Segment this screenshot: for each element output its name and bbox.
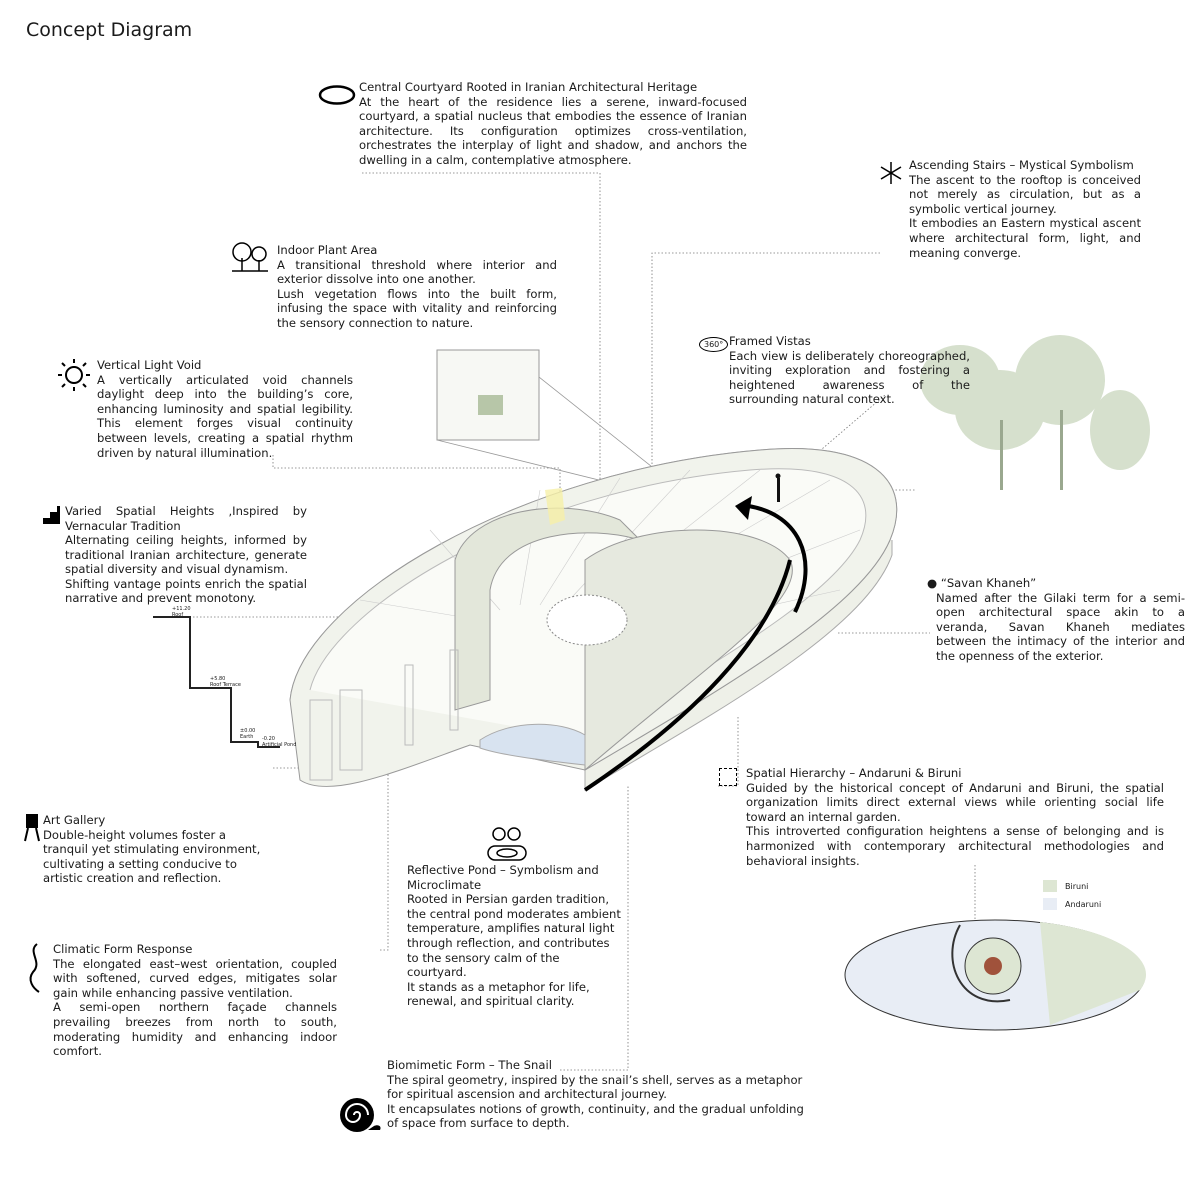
pond-body: Rooted in Persian garden tradition, the … bbox=[407, 892, 621, 980]
vistas-body: Each view is deliberately choreographed,… bbox=[729, 348, 970, 407]
hierarchy-heading: Spatial Hierarchy – Andaruni & Biruni bbox=[746, 766, 962, 780]
stairs-icon bbox=[35, 506, 60, 524]
plant-body-2: Lush vegetation flows into the built for… bbox=[277, 286, 557, 330]
dashed-square-icon bbox=[719, 768, 737, 786]
vistas-heading: Framed Vistas bbox=[729, 334, 811, 348]
light-heading: Vertical Light Void bbox=[97, 358, 202, 372]
heights-body-2: Shifting vantage points enrich the spati… bbox=[65, 576, 307, 606]
heights-body-block: Alternating ceiling heights, informed by… bbox=[65, 533, 307, 606]
courtyard-body: At the heart of the residence lies a ser… bbox=[359, 94, 747, 167]
gallery-annotation: Art Gallery Double-height volumes foster… bbox=[43, 813, 273, 886]
page-title: Concept Diagram bbox=[26, 19, 193, 41]
360-view-icon: 360° bbox=[699, 337, 729, 352]
snail-heading: Biomimetic Form – The Snail bbox=[387, 1058, 552, 1072]
climate-heading: Climatic Form Response bbox=[53, 942, 193, 956]
climate-annotation: Climatic Form Response The elongated eas… bbox=[53, 942, 337, 1059]
ellipse-courtyard-icon bbox=[318, 85, 356, 105]
stairs-body-2: It embodies an Eastern mystical ascent w… bbox=[909, 216, 1141, 260]
light-body: A vertically articulated void channels d… bbox=[97, 372, 353, 460]
savan-khaneh-annotation: ● “Savan Khaneh” Named after the Gilaki … bbox=[927, 576, 1185, 664]
stairs-annotation: Ascending Stairs – Mystical Symbolism Th… bbox=[909, 158, 1141, 260]
legend-biruni: Biruni bbox=[1043, 880, 1088, 892]
gallery-body: Double-height volumes foster a tranquil … bbox=[43, 827, 261, 886]
pond-icon bbox=[487, 827, 527, 861]
stairs-heading: Ascending Stairs – Mystical Symbolism bbox=[909, 158, 1134, 172]
trees-icon bbox=[232, 242, 268, 272]
wind-curve-icon bbox=[29, 943, 40, 993]
plant-body: A transitional threshold where interior … bbox=[277, 257, 557, 287]
sun-icon bbox=[58, 359, 90, 391]
stairs-body: The ascent to the rooftop is conceived n… bbox=[909, 172, 1141, 216]
pond-heading: Reflective Pond – Symbolism and Microcli… bbox=[407, 863, 599, 892]
light-void-annotation: Vertical Light Void A vertically articul… bbox=[97, 358, 353, 460]
floor-plan bbox=[844, 919, 1147, 1031]
trees-illustration bbox=[920, 335, 1150, 490]
courtyard-heading: Central Courtyard Rooted in Iranian Arch… bbox=[359, 80, 698, 94]
snail-icon bbox=[340, 1098, 381, 1132]
snail-annotation: Biomimetic Form – The Snail The spiral g… bbox=[387, 1058, 812, 1131]
savan-body: Named after the Gilaki term for a semi-o… bbox=[936, 590, 1185, 663]
vistas-annotation: Framed Vistas Each view is deliberately … bbox=[729, 334, 970, 407]
gallery-heading: Art Gallery bbox=[43, 813, 106, 827]
hierarchy-annotation: Spatial Hierarchy – Andaruni & Biruni Gu… bbox=[746, 766, 1164, 868]
pond-body-2: It stands as a metaphor for life, renewa… bbox=[407, 979, 590, 1009]
plant-heading: Indoor Plant Area bbox=[277, 243, 378, 257]
heights-annotation: Varied Spatial Heights ,Inspired by Vern… bbox=[65, 504, 307, 533]
easel-icon bbox=[24, 814, 40, 842]
building-shell bbox=[289, 448, 898, 792]
legend-andaruni: Andaruni bbox=[1043, 898, 1101, 910]
pond-annotation: Reflective Pond – Symbolism and Microcli… bbox=[407, 863, 622, 1009]
heights-heading: Varied Spatial Heights ,Inspired by Vern… bbox=[65, 504, 307, 533]
hierarchy-body: Guided by the historical concept of Anda… bbox=[746, 780, 1164, 824]
plant-annotation: Indoor Plant Area A transitional thresho… bbox=[277, 243, 557, 331]
height-section-diagram bbox=[153, 616, 280, 748]
snail-body-2: It encapsulates notions of growth, conti… bbox=[387, 1101, 804, 1131]
savan-heading: ● “Savan Khaneh” bbox=[927, 576, 1037, 590]
hierarchy-body-2: This introverted configuration heightens… bbox=[746, 824, 1164, 868]
climate-body: The elongated east–west orientation, cou… bbox=[53, 956, 337, 1000]
courtyard-annotation: Central Courtyard Rooted in Iranian Arch… bbox=[359, 80, 747, 168]
snowflake-mystic-icon bbox=[880, 162, 902, 184]
heights-body: Alternating ceiling heights, informed by… bbox=[65, 533, 307, 577]
360-label: 360° bbox=[704, 340, 724, 349]
climate-body-2: A semi-open northern façade channels pre… bbox=[53, 1000, 337, 1059]
snail-body: The spiral geometry, inspired by the sna… bbox=[387, 1072, 803, 1102]
